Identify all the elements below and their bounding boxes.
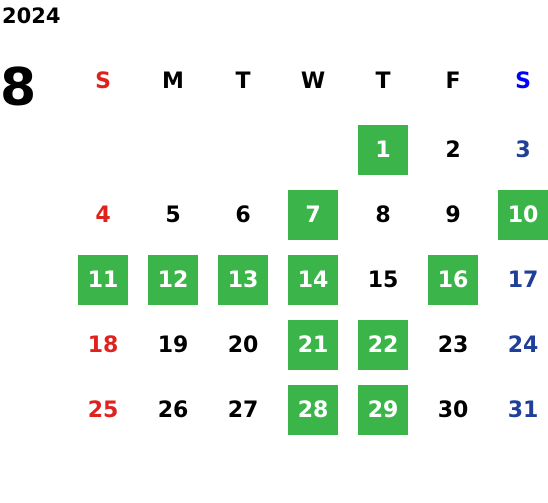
day-cell-highlighted: 11 (78, 255, 128, 305)
day-cell: 8 (375, 202, 391, 228)
day-cell-highlighted: 12 (148, 255, 198, 305)
weekday-header: M (162, 68, 184, 94)
day-cell-highlighted: 13 (218, 255, 268, 305)
day-cell-highlighted: 10 (498, 190, 548, 240)
day-cell: 9 (445, 202, 461, 228)
day-cell-highlighted: 16 (428, 255, 478, 305)
day-cell: 26 (157, 397, 189, 423)
day-cell: 25 (87, 397, 119, 423)
day-cell: 6 (235, 202, 251, 228)
day-cell: 31 (507, 397, 539, 423)
day-cell-highlighted: 21 (288, 320, 338, 370)
month-number: 8 (0, 58, 37, 118)
day-cell: 20 (227, 332, 259, 358)
day-cell: 24 (507, 332, 539, 358)
day-cell: 30 (437, 397, 469, 423)
year-label: 2024 (2, 4, 61, 28)
day-cell-highlighted: 22 (358, 320, 408, 370)
day-cell: 2 (445, 137, 461, 163)
day-cell: 23 (437, 332, 469, 358)
weekday-header: S (95, 68, 111, 94)
day-cell-highlighted: 29 (358, 385, 408, 435)
day-cell: 3 (515, 137, 531, 163)
weekday-header: F (445, 68, 461, 94)
day-cell-highlighted: 28 (288, 385, 338, 435)
weekday-header: T (375, 68, 391, 94)
weekday-header: T (235, 68, 251, 94)
day-cell-highlighted: 14 (288, 255, 338, 305)
day-cell: 4 (95, 202, 111, 228)
day-cell: 15 (367, 267, 399, 293)
day-cell-highlighted: 7 (288, 190, 338, 240)
day-cell: 17 (507, 267, 539, 293)
day-cell: 27 (227, 397, 259, 423)
day-cell: 18 (87, 332, 119, 358)
weekday-header: S (515, 68, 531, 94)
day-cell-highlighted: 1 (358, 125, 408, 175)
day-cell: 19 (157, 332, 189, 358)
weekday-header: W (300, 68, 326, 94)
day-cell: 5 (165, 202, 181, 228)
